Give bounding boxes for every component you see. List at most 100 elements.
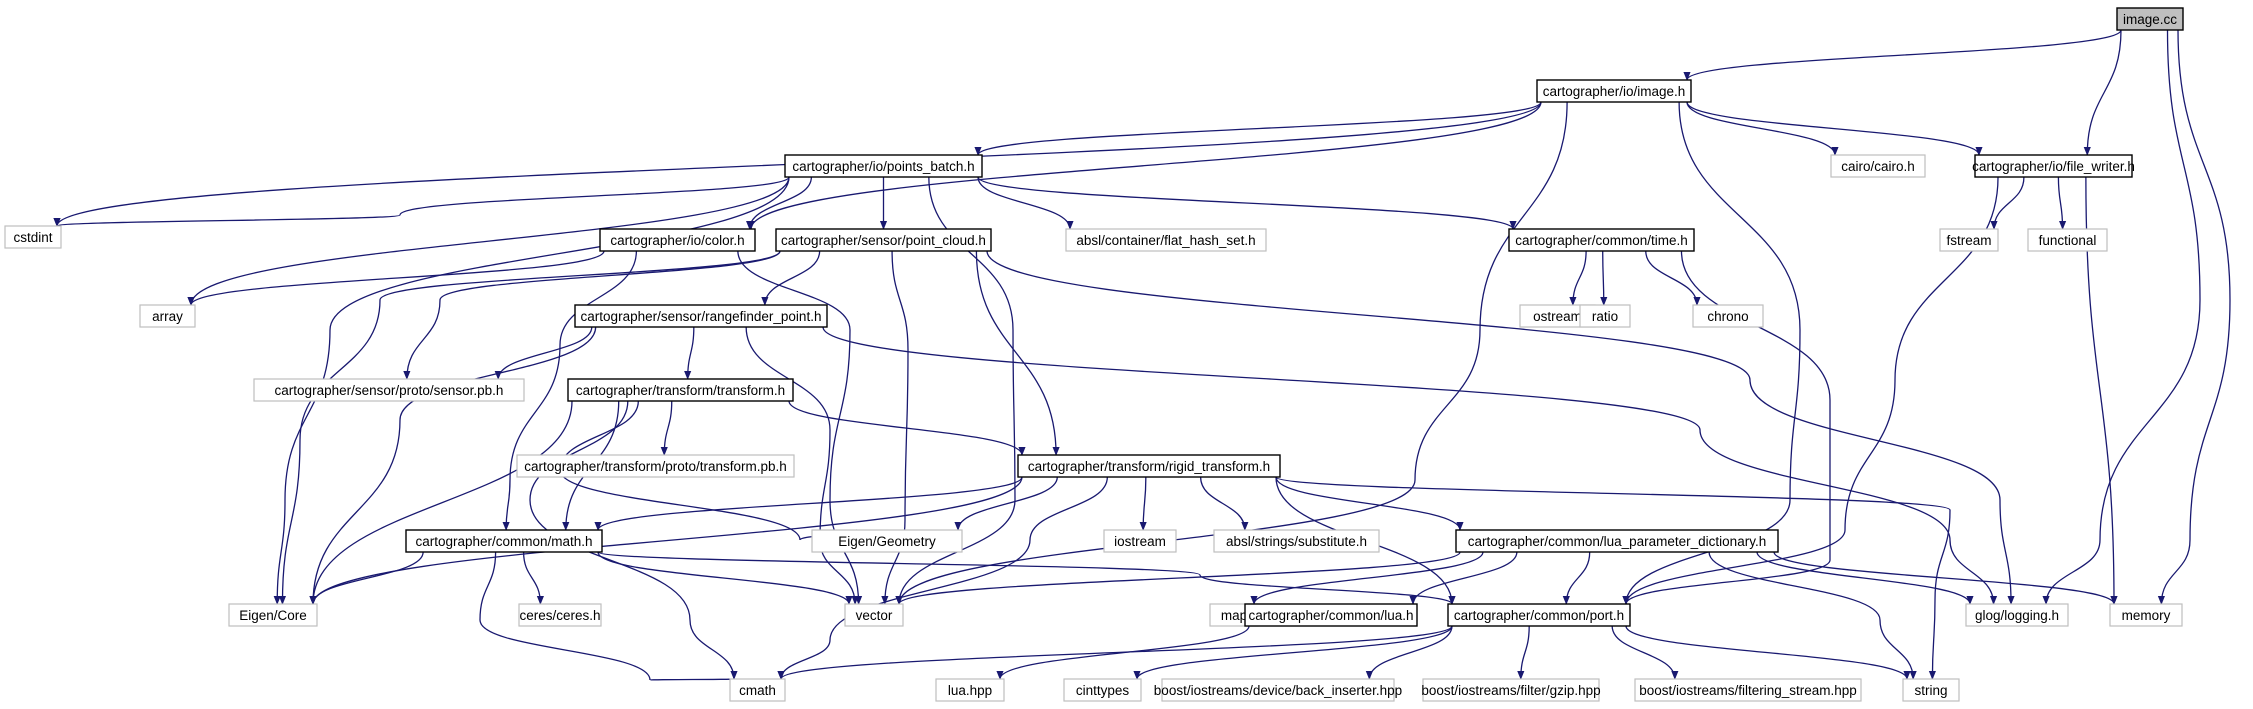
node-ratio: ratio	[1579, 304, 1631, 328]
node-array: array	[139, 304, 196, 328]
node-box	[1213, 529, 1380, 553]
node-box	[935, 678, 1005, 702]
edge-n20-n26	[309, 476, 1023, 605]
node-eigen-geometry: Eigen/Geometry	[811, 529, 963, 553]
edge-n3-n33	[2085, 176, 2118, 605]
node-absl-container-flat-hash-set-h: absl/container/flat_hash_set.h	[1065, 228, 1267, 252]
node-box	[1017, 454, 1281, 478]
node-functional: functional	[2027, 228, 2108, 252]
edge-n18-n19	[660, 400, 673, 456]
edge-n0-n33	[2157, 29, 2231, 605]
node-box	[405, 529, 603, 553]
edge-n25-n29	[1250, 551, 1484, 605]
node-cartographer-common-port-h[interactable]: cartographer/common/port.h	[1447, 603, 1631, 627]
node-label: Eigen/Core	[239, 608, 307, 623]
node-label: glog/logging.h	[1975, 608, 2059, 623]
edge-n31-n40	[1625, 625, 1911, 680]
node-cartographer-io-image-h[interactable]: cartographer/io/image.h	[1536, 79, 1692, 103]
node-label: cartographer/io/file_writer.h	[1972, 159, 2135, 174]
edge-n1-n31	[1622, 101, 1801, 605]
node-vector: vector	[844, 603, 904, 627]
node-cartographer-transform-rigid-transform-h[interactable]: cartographer/transform/rigid_transform.h	[1017, 454, 1281, 478]
node-boost-iostreams-device-back-inserter-hpp: boost/iostreams/device/back_inserter.hpp	[1154, 678, 1402, 702]
edge-n25-n28	[895, 551, 1461, 605]
edge-n2-n5	[746, 176, 813, 230]
node-label: functional	[2039, 233, 2097, 248]
node-label: cairo/cairo.h	[1841, 159, 1915, 174]
node-box	[228, 603, 318, 627]
node-cartographer-common-lua-parameter-dictionary-h[interactable]: cartographer/common/lua_parameter_dictio…	[1455, 529, 1779, 553]
node-label: ceres/ceres.h	[519, 608, 600, 623]
node-cstdint: cstdint	[4, 225, 62, 249]
edge-n8-n14	[1569, 250, 1587, 306]
edge-n25-n33	[1773, 551, 2118, 605]
node-box	[1063, 678, 1142, 702]
edge-n6-n26	[278, 250, 781, 605]
node-box	[1579, 304, 1631, 328]
node-label: vector	[856, 608, 893, 623]
node-cartographer-sensor-point-cloud-h[interactable]: cartographer/sensor/point_cloud.h	[775, 228, 992, 252]
edge-n13-n18	[684, 326, 695, 380]
node-label: cartographer/sensor/rangefinder_point.h	[581, 309, 822, 324]
node-box	[139, 304, 196, 328]
node-label: boost/iostreams/filter/gzip.hpp	[1421, 683, 1600, 698]
node-cartographer-io-points-batch-h[interactable]: cartographer/io/points_batch.h	[784, 154, 983, 178]
node-label: fstream	[1946, 233, 1991, 248]
edge-n21-n31	[597, 551, 1456, 605]
node-cartographer-sensor-rangefinder-point-h[interactable]: cartographer/sensor/rangefinder_point.h	[574, 304, 828, 328]
node-cartographer-common-time-h[interactable]: cartographer/common/time.h	[1508, 228, 1695, 252]
node-iostream: iostream	[1103, 529, 1177, 553]
edge-n20-n40	[1275, 476, 1951, 680]
node-label: memory	[2122, 608, 2171, 623]
edge-n1-n9	[1686, 101, 1839, 156]
node-label: cmath	[739, 683, 776, 698]
node-box	[784, 154, 983, 178]
edge-n3-n11	[2057, 176, 2067, 230]
node-box	[1974, 154, 2133, 178]
node-label: cartographer/common/lua.h	[1248, 608, 1413, 623]
node-label: ratio	[1592, 309, 1618, 324]
edge-n2-n12	[187, 176, 790, 306]
node-cartographer-io-file-writer-h[interactable]: cartographer/io/file_writer.h	[1972, 154, 2135, 178]
node-cartographer-common-lua-h[interactable]: cartographer/common/lua.h	[1244, 603, 1418, 627]
node-label: cstdint	[13, 230, 52, 245]
node-box	[729, 678, 786, 702]
node-image-cc[interactable]: image.cc	[2116, 7, 2184, 31]
node-cartographer-io-color-h[interactable]: cartographer/io/color.h	[599, 228, 756, 252]
edge-n8-n15	[1600, 250, 1608, 306]
node-box	[1830, 154, 1926, 178]
node-label: cinttypes	[1076, 683, 1130, 698]
edge-n13-n28	[745, 326, 859, 605]
edge-n20-n34	[777, 476, 1108, 680]
node-label: cartographer/common/math.h	[415, 534, 592, 549]
edge-n8-n16	[1645, 250, 1701, 306]
node-label: cartographer/sensor/point_cloud.h	[781, 233, 986, 248]
edge-n31-n34	[777, 625, 1453, 680]
node-lua-hpp: lua.hpp	[935, 678, 1005, 702]
node-label: cartographer/transform/rigid_transform.h	[1028, 459, 1270, 474]
node-box	[1447, 603, 1631, 627]
node-box	[253, 378, 525, 402]
node-label: cartographer/io/points_batch.h	[792, 159, 974, 174]
node-box	[1103, 529, 1177, 553]
node-boost-iostreams-filter-gzip-hpp: boost/iostreams/filter/gzip.hpp	[1421, 678, 1601, 702]
edge-n21-n27	[522, 551, 544, 605]
node-cmath: cmath	[729, 678, 786, 702]
edge-n5-n21	[502, 250, 638, 531]
node-cartographer-common-math-h[interactable]: cartographer/common/math.h	[405, 529, 603, 553]
edge-n21-n26	[309, 551, 424, 605]
node-box	[516, 454, 795, 478]
node-box	[1455, 529, 1779, 553]
edge-n13-n32	[822, 326, 1998, 605]
edge-n1-n28	[895, 101, 1568, 605]
node-box	[574, 304, 828, 328]
edge-n18-n26	[309, 400, 573, 605]
node-label: absl/strings/substitute.h	[1226, 534, 1367, 549]
node-cartographer-transform-transform-h[interactable]: cartographer/transform/transform.h	[567, 378, 794, 402]
node-string: string	[1902, 678, 1960, 702]
node-box	[1965, 603, 2069, 627]
node-box	[811, 529, 963, 553]
node-label: cartographer/common/time.h	[1515, 233, 1688, 248]
edge-n21-n34	[479, 551, 737, 688]
